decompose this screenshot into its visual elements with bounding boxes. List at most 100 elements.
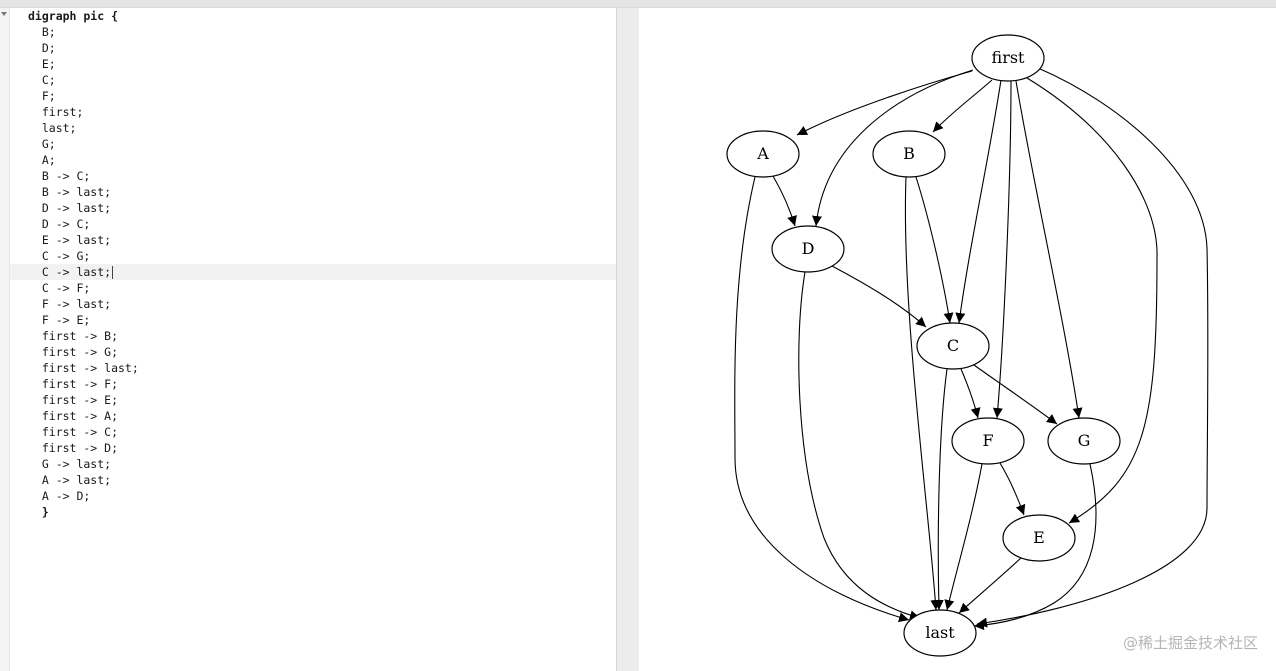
edge-G-last	[973, 463, 1097, 631]
code-line[interactable]: A;	[0, 152, 616, 168]
edge-E-last	[958, 556, 1023, 614]
code-line[interactable]: D -> last;	[0, 200, 616, 216]
code-line[interactable]: }	[0, 504, 616, 520]
code-line-text: B -> last;	[28, 185, 112, 199]
code-line[interactable]: C -> F;	[0, 280, 616, 296]
code-line[interactable]: first -> B;	[0, 328, 616, 344]
code-line[interactable]: D;	[0, 40, 616, 56]
code-line-text: A;	[28, 153, 56, 167]
text-caret	[112, 266, 114, 279]
node-label: B	[903, 144, 915, 163]
edge-first-C	[955, 79, 1002, 324]
code-line-text: E -> last;	[28, 233, 112, 247]
node-label: F	[982, 431, 993, 450]
edge-B-C	[915, 176, 954, 324]
edge-C-last	[933, 368, 948, 611]
node-G: G	[1047, 417, 1121, 465]
code-line[interactable]: last;	[0, 120, 616, 136]
code-line[interactable]: C -> last;	[0, 264, 616, 280]
pane-splitter[interactable]	[617, 8, 639, 671]
code-line[interactable]: first -> D;	[0, 440, 616, 456]
code-line[interactable]: first -> last;	[0, 360, 616, 376]
edge-D-C	[831, 265, 927, 328]
code-line[interactable]: F -> E;	[0, 312, 616, 328]
code-line-text: D;	[28, 41, 56, 55]
node-ellipse	[771, 225, 845, 273]
code-line[interactable]: first -> G;	[0, 344, 616, 360]
code-line-text: G -> last;	[28, 457, 112, 471]
code-line[interactable]: F;	[0, 88, 616, 104]
code-line[interactable]: first -> A;	[0, 408, 616, 424]
code-line[interactable]: B -> C;	[0, 168, 616, 184]
fold-arrow-icon[interactable]	[1, 12, 7, 16]
code-line[interactable]: D -> C;	[0, 216, 616, 232]
code-line-text: first -> D;	[28, 441, 119, 455]
code-line-text: B;	[28, 25, 56, 39]
edge-C-F	[960, 368, 981, 419]
code-line[interactable]: G;	[0, 136, 616, 152]
code-line[interactable]: B;	[0, 24, 616, 40]
node-ellipse	[726, 130, 800, 178]
watermark: @稀土掘金技术社区	[1122, 634, 1258, 652]
code-line-text: C -> F;	[28, 281, 91, 295]
node-label: A	[756, 144, 769, 163]
code-line[interactable]: C -> G;	[0, 248, 616, 264]
node-ellipse	[1002, 514, 1076, 562]
code-line-text: }	[28, 505, 49, 519]
node-label: G	[1078, 431, 1091, 450]
edge-first-D	[812, 69, 974, 227]
node-label: first	[992, 48, 1026, 67]
node-first: first	[971, 34, 1045, 82]
node-label: last	[925, 623, 955, 642]
code-line-text: G;	[28, 137, 56, 151]
edge-F-E	[999, 462, 1026, 516]
code-line-text: D -> C;	[28, 217, 91, 231]
code-line[interactable]: B -> last;	[0, 184, 616, 200]
node-last: last	[903, 609, 977, 657]
code-line-text: first;	[28, 105, 84, 119]
code-line-text: first -> A;	[28, 409, 119, 423]
edge-first-F	[992, 80, 1012, 419]
code-line-text: first -> B;	[28, 329, 119, 343]
edge-D-last	[798, 271, 921, 621]
code-line-text: first -> C;	[28, 425, 119, 439]
code-line[interactable]: F -> last;	[0, 296, 616, 312]
code-editor[interactable]: digraph pic { B; D; E; C; F; first; last…	[0, 8, 617, 671]
code-line[interactable]: first -> C;	[0, 424, 616, 440]
code-line[interactable]: first -> E;	[0, 392, 616, 408]
node-ellipse	[971, 34, 1045, 82]
code-line-text: A -> D;	[28, 489, 91, 503]
node-ellipse	[1047, 417, 1121, 465]
node-ellipse	[903, 609, 977, 657]
code-line[interactable]: A -> last;	[0, 472, 616, 488]
node-ellipse	[916, 322, 990, 370]
code-line[interactable]: A -> D;	[0, 488, 616, 504]
code-line-text: first -> G;	[28, 345, 119, 359]
code-line-text: E;	[28, 57, 56, 71]
code-line[interactable]: first -> F;	[0, 376, 616, 392]
node-A: A	[726, 130, 800, 178]
code-line[interactable]: first;	[0, 104, 616, 120]
node-B: B	[872, 130, 946, 178]
code-line[interactable]: G -> last;	[0, 456, 616, 472]
code-line[interactable]: C;	[0, 72, 616, 88]
code-line[interactable]: digraph pic {	[0, 8, 616, 24]
edge-first-G	[1015, 80, 1083, 419]
node-label: D	[802, 239, 815, 258]
code-line-text: first -> last;	[28, 361, 139, 375]
node-D: D	[771, 225, 845, 273]
code-line-text: D -> last;	[28, 201, 112, 215]
edge-C-G	[973, 364, 1058, 425]
node-label: E	[1033, 528, 1045, 547]
code-line[interactable]: E -> last;	[0, 232, 616, 248]
node-ellipse	[872, 130, 946, 178]
edge-B-last	[904, 176, 941, 611]
code-line[interactable]: E;	[0, 56, 616, 72]
edge-first-last	[976, 67, 1209, 628]
code-line-text: F -> last;	[28, 297, 112, 311]
code-line-text: digraph pic {	[28, 9, 119, 23]
code-lines[interactable]: digraph pic { B; D; E; C; F; first; last…	[0, 8, 616, 520]
code-line-text: first -> E;	[28, 393, 119, 407]
